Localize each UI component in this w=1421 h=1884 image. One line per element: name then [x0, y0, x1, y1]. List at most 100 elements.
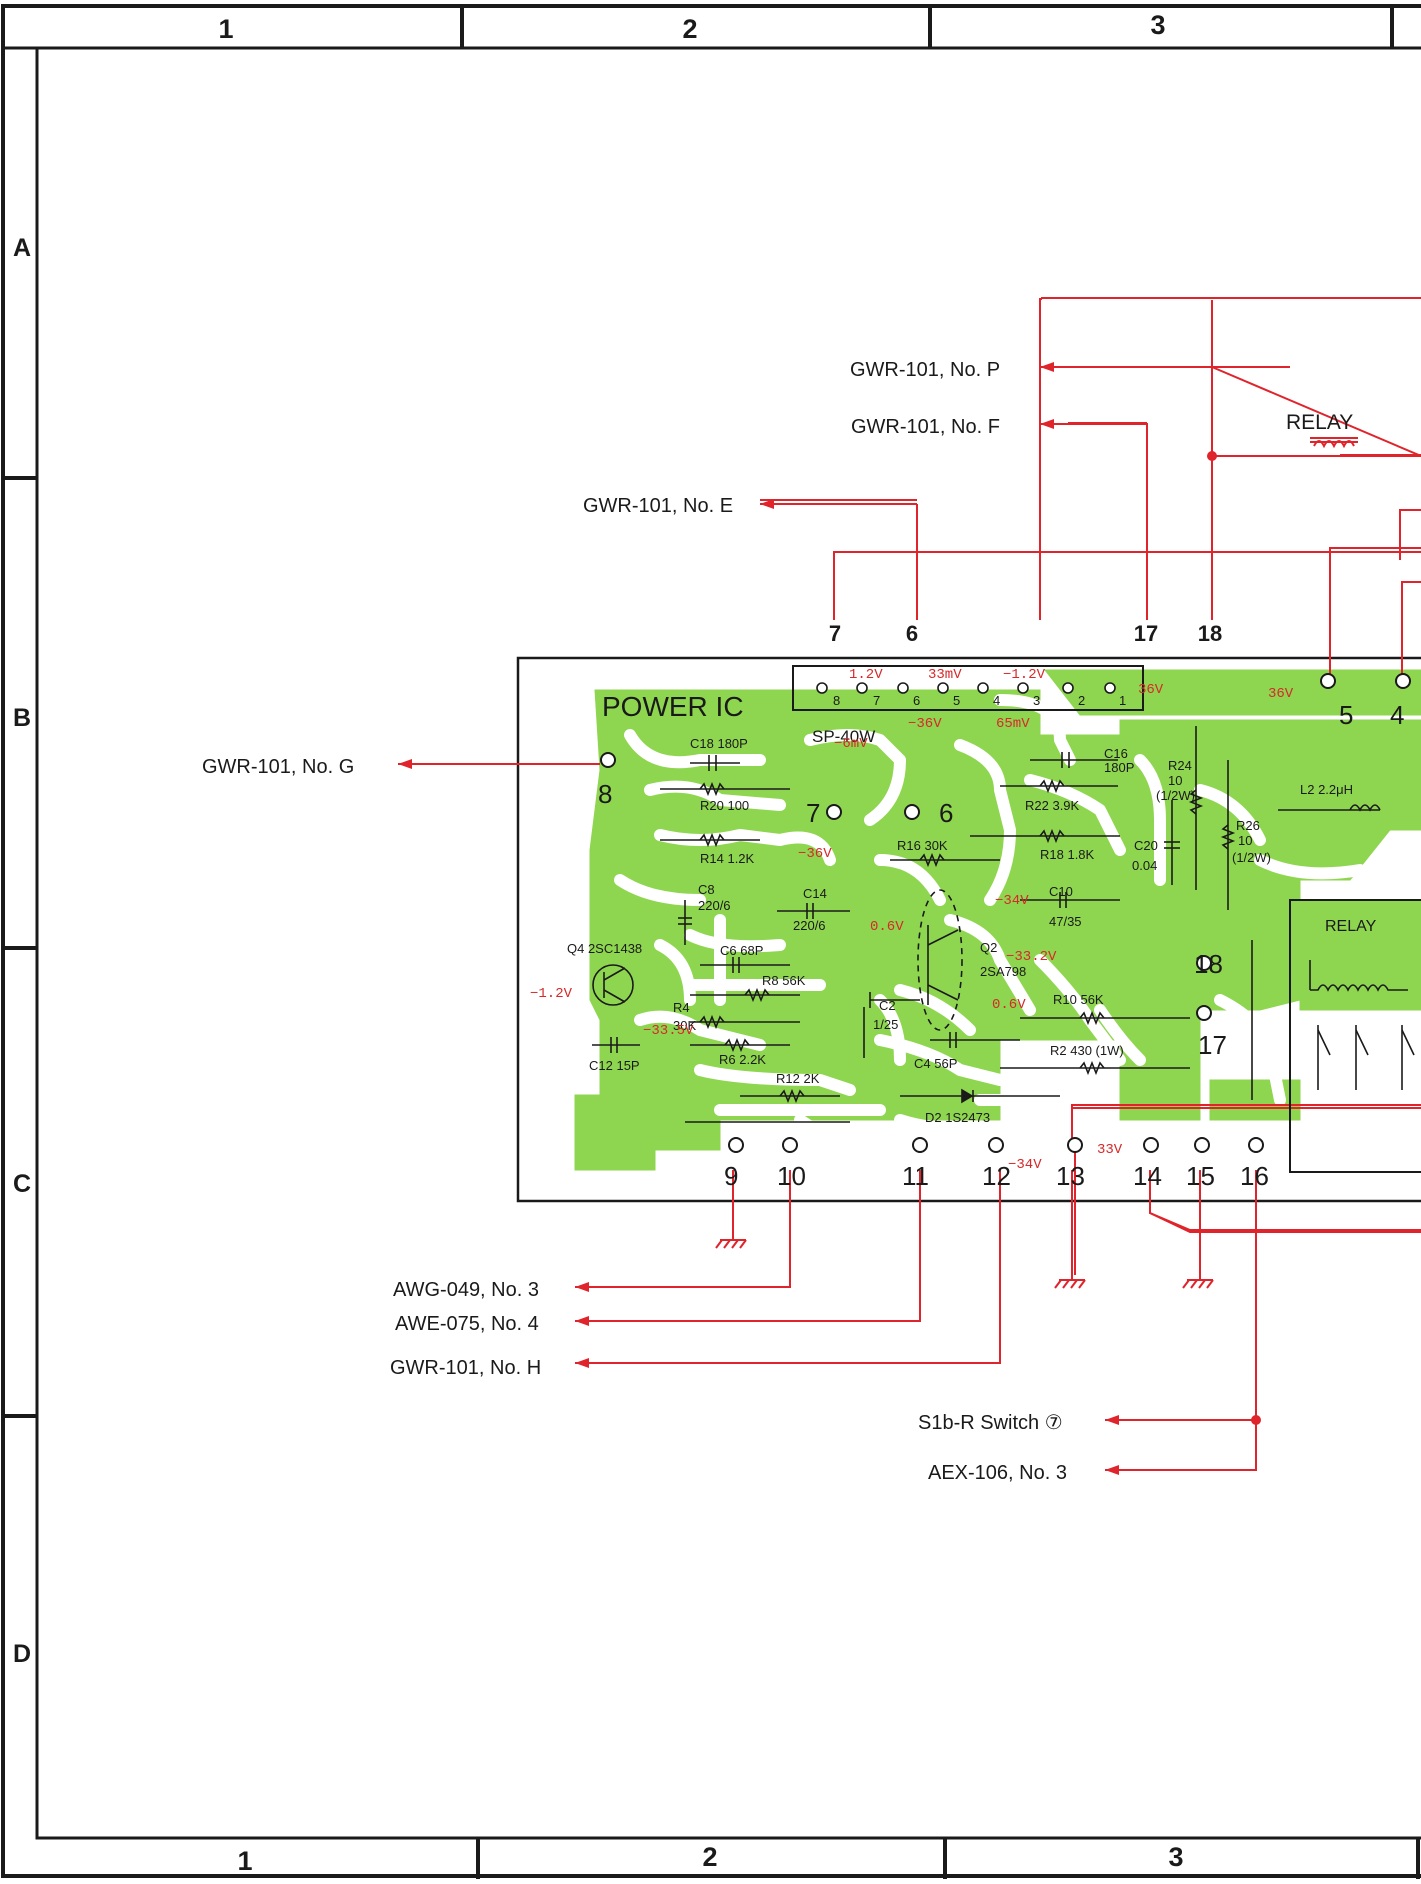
column-label-2-bottom: 2 [702, 1842, 717, 1872]
label-gwr-101-p: GWR-101, No. P [850, 359, 1000, 381]
c16-value: 180P [1104, 760, 1134, 775]
ground-symbols [715, 1239, 1214, 1289]
pcb-outline [516, 656, 1421, 1203]
r14-label: R14 1.2K [700, 851, 755, 866]
relay-coil-symbol [1310, 437, 1358, 449]
ic-pin-7: 7 [873, 693, 880, 708]
r8-label: R8 56K [762, 973, 806, 988]
q4-label: Q4 2SC1438 [567, 941, 642, 956]
ic-outline [792, 665, 1144, 711]
c10-label: C10 [1049, 884, 1073, 899]
pcb-pin-9: 9 [724, 1161, 738, 1191]
label-gwr-101-g: GWR-101, No. G [202, 756, 354, 778]
voltage-pin1: 36V [1138, 682, 1164, 698]
connector-label-wires [1040, 366, 1213, 620]
ic-pin-8: 8 [833, 693, 840, 708]
pcb-pin-11: 11 [902, 1161, 929, 1191]
row-label-a: A [13, 234, 31, 262]
voltage-pin7: 1.2V [849, 667, 883, 683]
r6-label: R6 2.2K [719, 1052, 766, 1067]
pcb-pin-14: 14 [1133, 1161, 1162, 1191]
r16-label: R16 30K [897, 838, 948, 853]
c20-value: 0.04 [1132, 858, 1157, 873]
r2-label: R2 430 (1W) [1050, 1043, 1124, 1058]
label-gwr-101-h: GWR-101, No. H [390, 1357, 541, 1379]
label-aex-106: AEX-106, No. 3 [928, 1462, 1067, 1484]
leader-gwr-p [1044, 366, 1213, 620]
gwr-leaders [1039, 366, 1213, 620]
c4-label: C4 56P [914, 1056, 957, 1071]
row-label-b: B [13, 704, 31, 732]
ic-pin-6: 6 [913, 693, 920, 708]
q2-label: Q2 [980, 940, 997, 955]
r10-label: R10 56K [1053, 992, 1104, 1007]
c18-label: C18 180P [690, 736, 748, 751]
column-label-1-bottom: 1 [237, 1846, 252, 1876]
c8-label: C8 [698, 882, 715, 897]
r22-label: R22 3.9K [1025, 798, 1080, 813]
definitive-arrowheads [398, 362, 1261, 1475]
voltage-pin6: −36V [908, 716, 942, 732]
r26-value: 10 [1238, 833, 1252, 848]
ic-pin-3: 3 [1033, 693, 1040, 708]
ic-pin-5: 5 [953, 693, 960, 708]
r4-label: R4 [673, 1000, 690, 1015]
connector-p-wire [1045, 366, 1213, 620]
r24-watt: (1/2W) [1156, 788, 1195, 803]
c8-value: 220/6 [698, 898, 731, 913]
voltage-pin12: −34V [1008, 1157, 1042, 1173]
voltage-q2-d: 0.6V [992, 997, 1026, 1013]
c6-label: C6 68P [720, 943, 763, 958]
ic-pin-1: 1 [1119, 693, 1126, 708]
q2-part: 2SA798 [980, 964, 1026, 979]
c14-label: C14 [803, 886, 827, 901]
pcb-pin-17: 17 [1198, 1030, 1227, 1060]
red-arrowheads [1040, 298, 1047, 368]
pcb-pin-4: 4 [1390, 700, 1404, 730]
r20-label: R20 100 [700, 798, 749, 813]
label-awg-049: AWG-049, No. 3 [393, 1279, 539, 1301]
c10-value: 47/35 [1049, 914, 1082, 929]
relay-box [1289, 899, 1421, 1173]
definitive-leaders [398, 300, 1421, 1471]
top-pin-17: 17 [1134, 621, 1158, 646]
voltage-pin5: 33mV [928, 667, 962, 683]
c20-label: C20 [1134, 838, 1158, 853]
column-label-3-bottom: 3 [1168, 1842, 1183, 1872]
label-s1b-switch: S1b-R Switch ⑦ [918, 1412, 1063, 1434]
relay-coil-pcb [1309, 960, 1415, 1090]
pcb-pin-10: 10 [777, 1161, 806, 1191]
row-label-d: D [13, 1640, 31, 1668]
ic-part-number: SP-40W [812, 727, 875, 746]
pcb-title: POWER IC [602, 691, 744, 722]
pcb-pin-6: 6 [939, 798, 953, 828]
voltage-inner-7: −36V [798, 846, 832, 862]
relay-wires [1212, 455, 1421, 511]
drawing-frame [1, 4, 1421, 1879]
r26-label: R26 [1236, 818, 1260, 833]
column-label-3: 3 [1150, 10, 1165, 40]
pcb-pin-12: 12 [982, 1161, 1011, 1191]
column-label-2: 2 [682, 14, 697, 44]
wires-top [1039, 366, 1213, 620]
r4-value: 30K [673, 1018, 696, 1033]
voltage-pin7b: −6mV [834, 736, 868, 752]
voltage-q2-b: 0.6V [870, 919, 904, 935]
pcb-pin-18: 18 [1194, 949, 1223, 979]
top-pin-6: 6 [906, 621, 918, 646]
top-pin-18: 18 [1198, 621, 1222, 646]
r26-watt: (1/2W) [1232, 850, 1271, 865]
c2-value: 1/25 [873, 1017, 898, 1032]
r12-label: R12 2K [776, 1071, 820, 1086]
c2-label: C2 [879, 998, 896, 1013]
ic-pins [816, 682, 1116, 694]
visible-leaders [1046, 366, 1213, 620]
component-symbols [592, 726, 1381, 1123]
label-gwr-101-e: GWR-101, No. E [583, 495, 733, 517]
column-label-1: 1 [218, 14, 233, 44]
voltage-q2-e: −34V [995, 893, 1029, 909]
ic-pin-2: 2 [1078, 693, 1085, 708]
c14-value: 220/6 [793, 918, 826, 933]
voltage-pin13: 33V [1097, 1142, 1123, 1158]
